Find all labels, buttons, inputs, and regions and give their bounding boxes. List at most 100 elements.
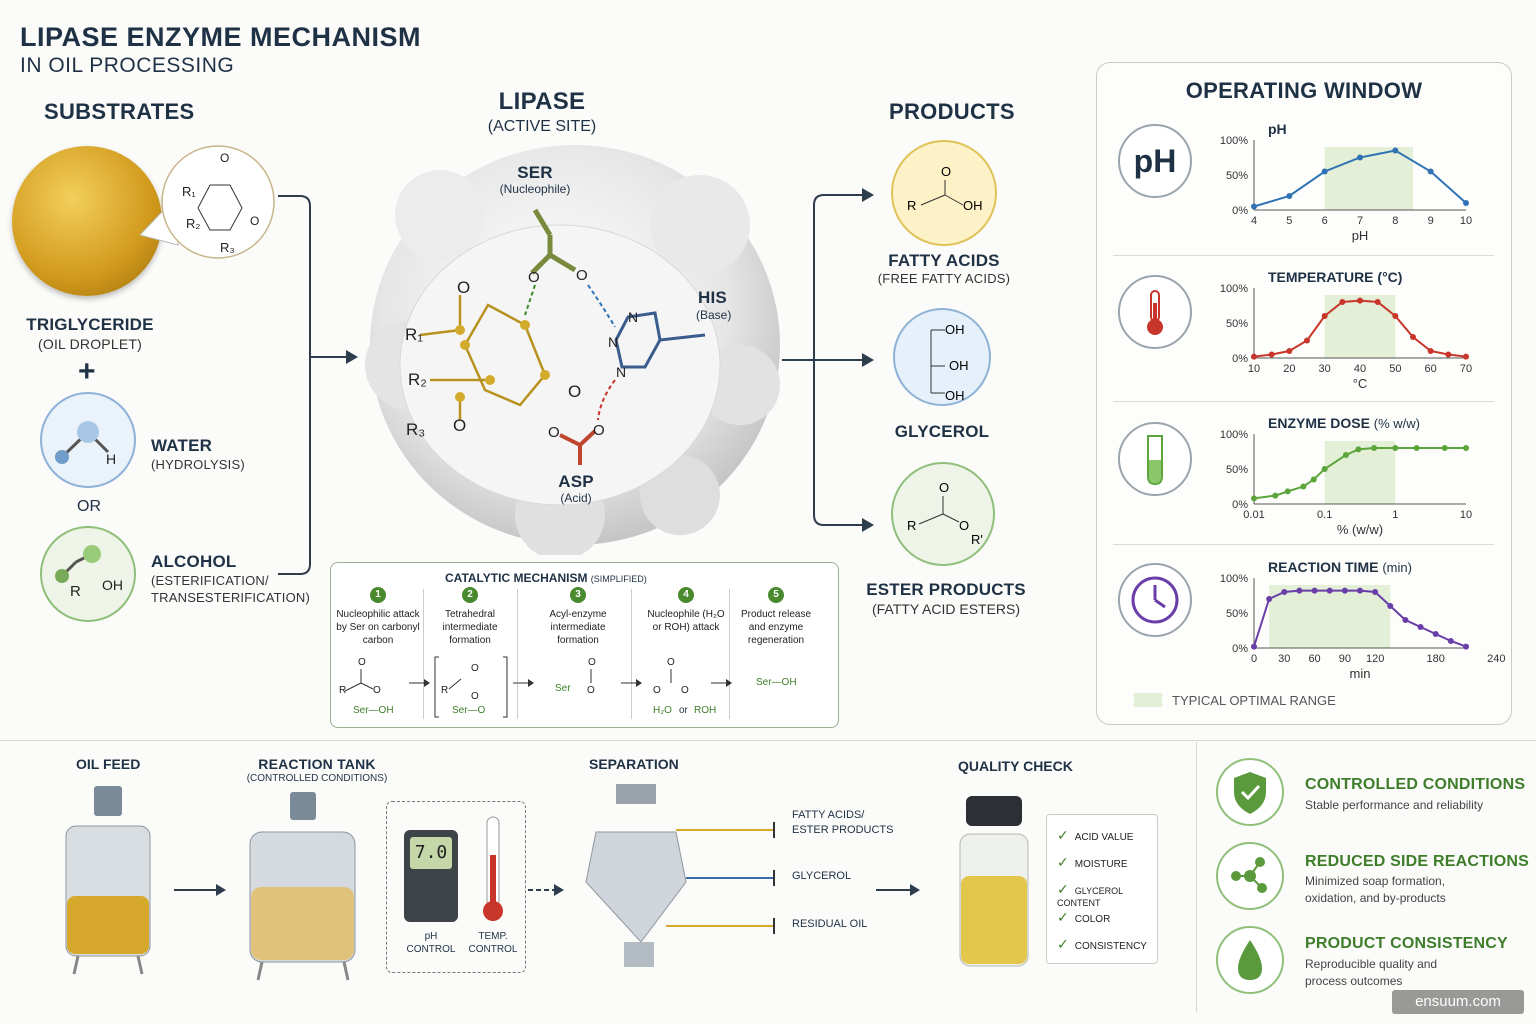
reaction-tank-label: REACTION TANK: [258, 756, 376, 772]
y-tick-label: 100%: [1220, 573, 1248, 585]
step-text: carbon: [362, 635, 394, 646]
benefit-title-1: CONTROLLED CONDITIONS: [1305, 776, 1526, 793]
x-tick-label: 90: [1339, 653, 1351, 665]
temp-control-label-2: CONTROL: [468, 944, 518, 955]
data-point: [1251, 203, 1257, 210]
triglyceride-sub: (OIL DROPLET): [38, 336, 142, 352]
y-tick-label: 100%: [1220, 135, 1248, 147]
mechanism-step-1: 1 Nucleophilic attack by Ser on carbonyl…: [335, 587, 421, 647]
step-text: by Ser on carbonyl: [336, 622, 420, 633]
svg-text:R₁: R₁: [405, 325, 423, 344]
svg-text:R: R: [70, 583, 81, 600]
data-point: [1326, 587, 1333, 594]
step-text: Acyl-enzyme: [549, 609, 607, 620]
step-number: 3: [570, 587, 586, 603]
svg-text:O: O: [373, 685, 381, 696]
drop-icon: [1216, 926, 1284, 994]
optimal-range-band: [1324, 147, 1413, 210]
mechanism-title: CATALYTIC MECHANISM: [445, 571, 588, 585]
data-point: [1339, 299, 1346, 305]
svg-text:OH: OH: [949, 358, 969, 373]
step-text: and enzyme: [748, 622, 804, 633]
check-icon: ✓: [1057, 854, 1069, 870]
x-tick-label: 0.1: [1317, 509, 1332, 521]
ser-role: (Nucleophile): [499, 182, 571, 196]
oil-feed-label: OIL FEED: [76, 756, 141, 772]
step-text: or ROH) attack: [652, 622, 720, 633]
benefit-title-2: REDUCED SIDE REACTIONS: [1305, 853, 1529, 870]
x-tick-label: 40: [1354, 363, 1366, 375]
svg-text:N: N: [616, 364, 626, 380]
quality-item: ✓GLYCEROL CONTENT: [1057, 881, 1123, 908]
x-tick-label: 70: [1460, 363, 1472, 375]
x-tick-label: 20: [1283, 363, 1295, 375]
optimal-range-band: [1269, 585, 1391, 648]
data-point: [1463, 445, 1469, 451]
data-point: [1310, 476, 1317, 483]
data-point: [1392, 147, 1399, 154]
asp-label: ASP: [558, 472, 594, 491]
mechanism-step-3: 3 Acyl-enzyme intermediate formation: [533, 587, 623, 647]
chart-title: TEMPERATURE (°C): [1268, 269, 1402, 285]
chart-title: REACTION TIME (min): [1268, 559, 1412, 575]
x-tick-label: 1: [1392, 509, 1398, 521]
fatty-acids-label: FATTY ACIDS: [888, 251, 1000, 270]
y-tick-label: 0%: [1232, 643, 1248, 655]
svg-text:R₁: R₁: [182, 184, 196, 199]
svg-text:OH: OH: [945, 388, 965, 403]
optimal-range-band: [1324, 295, 1396, 358]
alcohol-sub-1: (ESTERIFICATION/: [151, 573, 269, 588]
ester-products-label: ESTER PRODUCTS: [866, 580, 1026, 599]
step-number: 2: [462, 587, 478, 603]
water-sub: (HYDROLYSIS): [151, 457, 245, 472]
data-point: [1268, 351, 1275, 358]
data-point: [1342, 452, 1349, 458]
svg-text:R: R: [339, 685, 346, 696]
svg-text:H: H: [106, 451, 116, 467]
svg-text:O: O: [250, 214, 259, 228]
data-point: [1413, 445, 1420, 451]
data-point: [1286, 193, 1293, 199]
svg-text:O: O: [457, 278, 470, 297]
quality-item: ✓MOISTURE: [1057, 854, 1128, 870]
svg-text:R₃: R₃: [220, 240, 235, 255]
his-label: HIS: [698, 288, 727, 307]
section-divider: [0, 740, 1536, 741]
water-molecule-drawing: H: [55, 421, 116, 467]
x-tick-label: 5: [1286, 215, 1292, 227]
step-text: formation: [557, 635, 599, 646]
x-tick-label: 10: [1460, 509, 1472, 521]
benefit-text-3b: process outcomes: [1305, 974, 1403, 988]
svg-text:OH: OH: [963, 198, 983, 213]
clock-icon: [1118, 563, 1192, 637]
svg-text:R': R': [971, 532, 983, 547]
mechanism-title-note: (SIMPLIFIED): [590, 574, 647, 584]
substrates-to-lipase-connector: [278, 195, 358, 575]
ester-drawing: O R O R': [907, 480, 983, 547]
y-tick-label: 0%: [1232, 353, 1248, 365]
data-point: [1392, 445, 1399, 451]
svg-text:O: O: [471, 663, 479, 674]
separation-output-2: GLYCEROL: [792, 870, 852, 882]
svg-text:N: N: [608, 334, 618, 350]
y-tick-label: 50%: [1226, 318, 1248, 330]
optimal-range-legend-swatch: [1134, 693, 1162, 707]
svg-text:O: O: [220, 151, 229, 165]
quality-check-label: QUALITY CHECK: [958, 758, 1073, 774]
ser-label: SER: [517, 163, 553, 182]
asp-role: (Acid): [560, 491, 592, 505]
data-point: [1357, 587, 1363, 594]
data-point: [1392, 313, 1399, 319]
chem-ser-oh-1: Ser—OH: [353, 705, 394, 716]
x-axis-label: % (w/w): [1337, 522, 1383, 537]
lipase-heading: LIPASE: [498, 88, 586, 115]
step-text: intermediate: [550, 622, 606, 633]
lipase-sub: (ACTIVE SITE): [487, 118, 597, 135]
glycerol-drawing: OH OH OH: [930, 322, 969, 403]
lipase-enzyme-surface: O R₁ R₂ R₃ O O O O N N N O O: [365, 145, 780, 555]
y-tick-label: 50%: [1226, 608, 1248, 620]
control-units-box: [386, 801, 526, 973]
data-point: [1441, 445, 1448, 451]
plus-sign: +: [78, 355, 96, 388]
